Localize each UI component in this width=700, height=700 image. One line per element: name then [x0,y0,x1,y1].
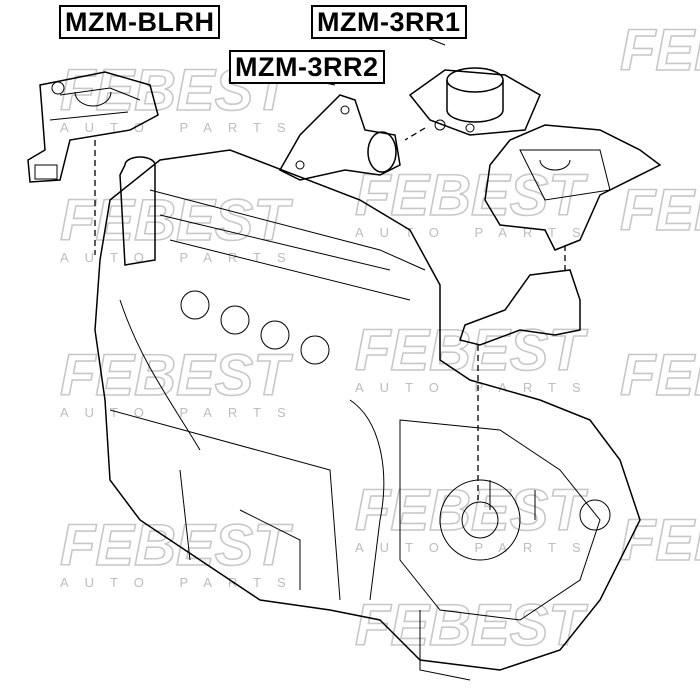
watermark-sub: AUTO PARTS [60,120,302,135]
mount-blrh-drawing [27,71,159,255]
part-label-mzm-3rr2: MZM-3RR2 [229,50,385,84]
watermark-brand: FEBEST [355,478,588,543]
watermark-brand: FEBEST [355,593,588,658]
watermark-brand: FEBEST [620,508,700,573]
watermark-sub: AUTO PARTS [60,405,302,420]
watermark-brand: FEBEST [620,178,700,243]
watermark-brand: FEBEST [60,513,293,578]
engine-block-drawing [94,149,641,681]
watermark-sub: AUTO PARTS [60,250,302,265]
watermark-brand: FEBEST [60,343,293,408]
watermark-sub: AUTO PARTS [355,540,597,555]
watermark-brand: FEBEST [620,343,700,408]
watermark-layer: FEBEST AUTO PARTS FEBEST FEBEST AUTO PAR… [59,17,700,659]
watermark-sub: AUTO PARTS [355,225,597,240]
watermark-brand: FEBEST [355,163,588,228]
watermark-brand: FEBEST [620,18,700,83]
watermark-brand: FEBEST [355,318,588,383]
watermark-brand: FEBEST [60,188,293,253]
part-label-mzm-3rr1: MZM-3RR1 [311,5,467,39]
part-label-mzm-blrh: MZM-BLRH [59,5,221,39]
watermark-sub: AUTO PARTS [355,380,597,395]
watermark-sub: AUTO PARTS [60,575,302,590]
transmission-bracket-drawing [459,124,662,500]
mount-3rr1-drawing [404,34,541,141]
